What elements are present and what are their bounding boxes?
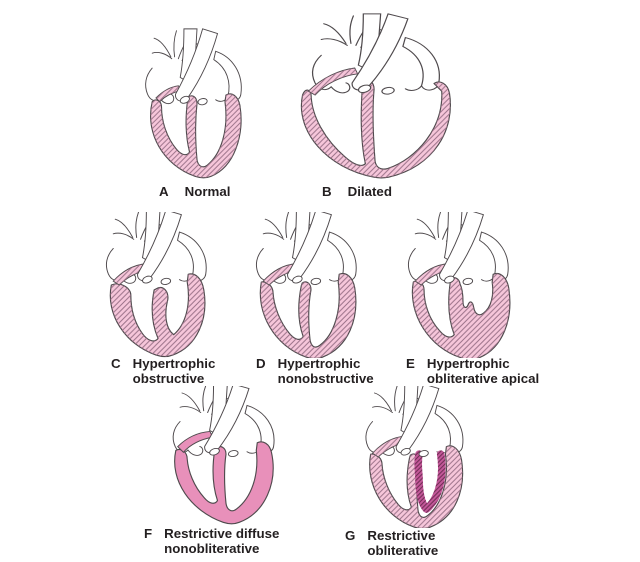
heart-letter: F <box>144 526 153 541</box>
heart-label: Dilated <box>347 184 392 199</box>
heart-label: Restrictive obliterative <box>367 528 439 558</box>
heart-illustration-hypertrophic-obliterative-apical <box>402 212 522 358</box>
heart-illustration-hypertrophic-nonobstructive <box>250 212 370 358</box>
heart-illustration-restrictive-obliterative <box>355 386 481 528</box>
heart-letter: A <box>159 184 169 199</box>
heart-drawing <box>407 212 511 358</box>
heart-drawing <box>300 13 451 179</box>
heart-letter: E <box>406 356 415 371</box>
heart-drawing <box>255 212 357 358</box>
heart-label: Hypertrophic nonobstructive <box>277 356 374 386</box>
heart-drawing <box>105 212 207 358</box>
heart-drawing <box>172 386 275 525</box>
heart-drawing <box>145 28 242 179</box>
heart-caption: F Restrictive diffuse nonobliterative <box>144 526 280 556</box>
heart-letter: G <box>345 528 356 543</box>
heart-illustration-normal <box>141 22 253 186</box>
heart-caption: C Hypertrophic obstructive <box>111 356 216 386</box>
heart-caption: A Normal <box>159 184 231 200</box>
heart-letter: D <box>256 356 266 371</box>
heart-label: Restrictive diffuse nonobliterative <box>164 526 280 556</box>
heart-caption: E Hypertrophic obliterative apical <box>406 356 540 386</box>
heart-label: Hypertrophic obstructive <box>132 356 216 386</box>
heart-drawing <box>365 386 464 528</box>
heart-caption: G Restrictive obliterative <box>345 528 439 558</box>
heart-illustration-hypertrophic-obstructive <box>100 212 220 358</box>
heart-illustration-dilated <box>289 6 463 188</box>
heart-letter: C <box>111 356 121 371</box>
heart-label: Normal <box>184 184 231 199</box>
heart-label: Hypertrophic obliterative apical <box>426 356 540 386</box>
heart-caption: D Hypertrophic nonobstructive <box>256 356 374 386</box>
heart-illustration-restrictive-diffuse <box>162 386 290 528</box>
heart-letter: B <box>322 184 332 199</box>
heart-caption: B Dilated <box>322 184 392 200</box>
